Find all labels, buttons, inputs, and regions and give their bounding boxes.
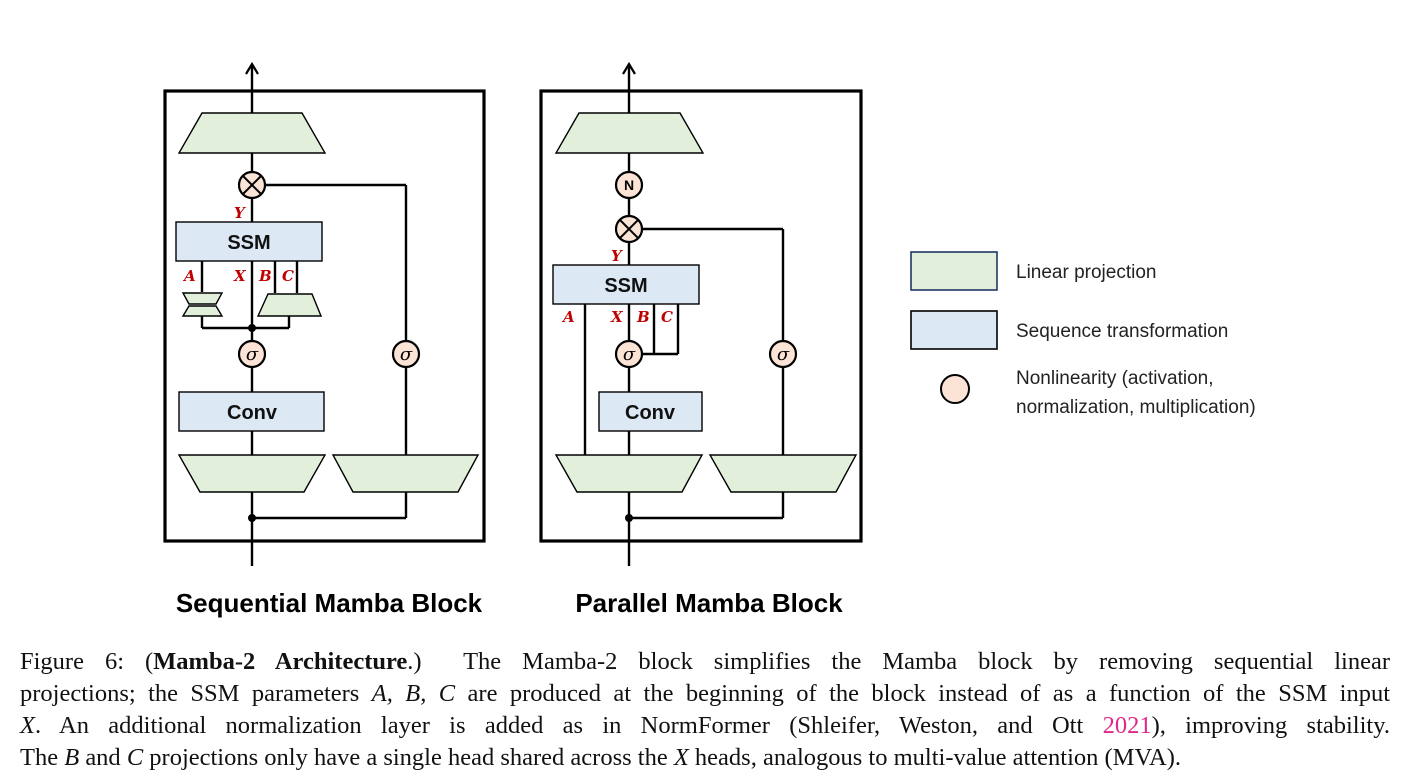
caption-line: The B and C projections only have a sing… — [20, 742, 1390, 774]
multiply-node — [614, 214, 644, 244]
sequential-mamba-block: Y SSM A X B C σ σ Conv Sequential M — [163, 61, 486, 618]
caption-text: The Mamba-2 block simplifies the Mamba b… — [463, 648, 1390, 675]
norm-node: N — [614, 170, 644, 200]
caption-text: heads, analogous to multi-value attentio… — [694, 744, 1181, 771]
conv-label: Conv — [227, 402, 278, 424]
input-projection-main — [554, 454, 704, 493]
caption-text: and — [85, 744, 121, 771]
caption-line: Figure 6: (Mamba-2 Architecture.) The Ma… — [20, 648, 1390, 675]
parallel-block-title: Parallel Mamba Block — [575, 588, 843, 618]
svg-text:σ: σ — [777, 344, 790, 365]
a-projection — [181, 292, 224, 317]
parallel-block-frame — [539, 89, 863, 543]
caption-text: The — [20, 744, 59, 771]
ssm-label: SSM — [604, 275, 647, 297]
output-projection — [177, 112, 327, 154]
caption-text: projections; the SSM parameters — [20, 680, 360, 707]
gate-activation-node: σ — [391, 339, 421, 369]
caption-math: X — [673, 744, 689, 771]
parallel-mamba-block: N Y SSM A X B C σ σ Conv Parallel Mamba … — [539, 61, 863, 618]
caption-math: C — [126, 744, 144, 771]
figure-caption: Figure 6: (Mamba-2 Architecture.) The Ma… — [20, 646, 1390, 774]
gate-activation-node: σ — [768, 339, 798, 369]
ssm-box — [175, 221, 323, 262]
var-y: Y — [234, 204, 246, 222]
caption-text: are produced at the beginning of the blo… — [467, 680, 1391, 707]
var-c: C — [661, 308, 673, 326]
output-projection — [554, 112, 705, 154]
legend-label: Linear projection — [1016, 262, 1156, 283]
caption-math: X — [20, 712, 35, 739]
sequential-block-title: Sequential Mamba Block — [176, 588, 483, 618]
var-b: B — [258, 267, 272, 285]
caption-line: projections; the SSM parameters A, B, C … — [20, 678, 1390, 710]
caption-math: B — [64, 744, 80, 771]
legend-label: Sequence transformation — [1016, 321, 1228, 342]
figure-label: Figure 6: — [20, 648, 125, 675]
ssm-box — [552, 264, 700, 305]
legend-label: Nonlinearity (activation, — [1016, 368, 1213, 389]
input-projection-gate — [331, 454, 480, 493]
citation-link[interactable]: 2021 — [1102, 712, 1152, 739]
var-c: C — [282, 267, 294, 285]
caption-math: A, B, C — [371, 680, 456, 707]
legend-item-linear-projection: Linear projection — [910, 251, 1156, 291]
caption-text: projections only have a single head shar… — [149, 744, 668, 771]
conv-box — [598, 391, 703, 432]
caption-text: ), improving stability. — [1151, 712, 1391, 739]
ssm-label: SSM — [227, 232, 270, 254]
legend-swatch — [910, 251, 998, 291]
junction-dot — [248, 324, 256, 332]
legend-item-sequence-transformation: Sequence transformation — [910, 310, 1228, 350]
svg-text:σ: σ — [623, 344, 636, 365]
var-a: A — [182, 267, 196, 285]
svg-text:N: N — [624, 177, 634, 193]
junction-dot — [625, 514, 633, 522]
conv-label: Conv — [625, 402, 676, 424]
svg-text:σ: σ — [246, 344, 259, 365]
activation-node: σ — [237, 339, 267, 369]
junction-dot — [248, 514, 256, 522]
caption-title: Mamba-2 Architecture — [153, 648, 408, 675]
multiply-node — [237, 170, 267, 200]
legend: Linear projection Sequence transformatio… — [910, 251, 1256, 418]
input-projection-gate — [708, 454, 858, 493]
arrow-up-icon — [245, 61, 259, 75]
var-b: B — [636, 308, 650, 326]
svg-text:σ: σ — [400, 344, 413, 365]
activation-node: σ — [614, 339, 644, 369]
var-x: X — [610, 308, 624, 326]
legend-item-nonlinearity: Nonlinearity (activation, normalization,… — [940, 368, 1256, 418]
var-a: A — [561, 308, 575, 326]
conv-box — [178, 391, 325, 432]
var-x: X — [233, 267, 247, 285]
mamba-2-architecture-diagram: Y SSM A X B C σ σ Conv Sequential M — [163, 61, 1256, 618]
legend-swatch — [940, 374, 970, 404]
legend-label: normalization, multiplication) — [1016, 397, 1256, 418]
arrow-up-icon — [622, 61, 636, 75]
bc-projection — [256, 293, 323, 317]
sequential-block-frame — [163, 89, 486, 543]
caption-text: . An additional normalization layer is a… — [34, 712, 1084, 739]
legend-swatch — [910, 310, 998, 350]
var-y: Y — [611, 247, 623, 265]
caption-line: X. An additional normalization layer is … — [20, 710, 1390, 742]
input-projection-main — [177, 454, 327, 493]
